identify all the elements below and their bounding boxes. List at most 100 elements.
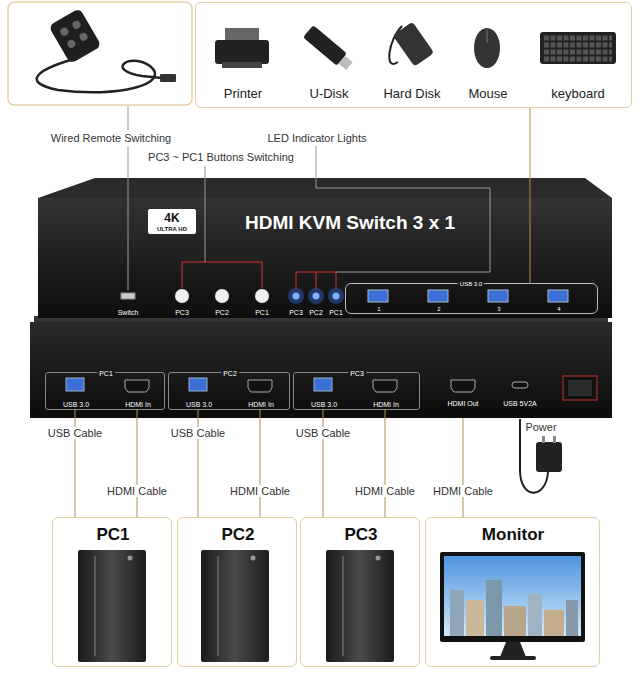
cable-label: HDMI Cable	[430, 485, 496, 497]
monitor-icon	[450, 590, 464, 636]
pc-tower	[217, 556, 219, 656]
mouse-icon	[487, 29, 488, 43]
pc-tower	[201, 550, 269, 662]
cable-label: USB Cable	[168, 427, 228, 439]
remote-panel	[66, 38, 77, 49]
cable-label: HDMI Cable	[227, 485, 293, 497]
cable-label: USB Cable	[45, 427, 105, 439]
remote-panel	[48, 8, 101, 64]
node-label: USB 3.0	[63, 401, 89, 408]
pc-tower	[78, 550, 394, 662]
remote-panel	[8, 2, 192, 105]
node-label: HDMI In	[248, 401, 274, 408]
switch-back-body	[563, 376, 597, 400]
cable-label: USB Cable	[293, 427, 353, 439]
switch-front-body	[328, 288, 344, 304]
cable-line	[260, 410, 261, 517]
node-label: HDMI In	[373, 401, 399, 408]
switch-front-body	[293, 293, 300, 300]
monitor-icon	[486, 580, 502, 636]
printer-icon	[225, 28, 259, 42]
pc-tower	[94, 556, 96, 656]
remote-panel	[37, 58, 162, 92]
node-label: PC1	[96, 526, 129, 543]
switch-front-body	[313, 293, 320, 300]
usb-disk-icon	[339, 56, 353, 70]
monitor-icon	[440, 552, 585, 642]
node-label: PC2	[215, 309, 229, 316]
monitor-icon	[490, 656, 536, 660]
node-label: 4K	[164, 212, 179, 224]
cable-label: HDMI Cable	[352, 485, 418, 497]
node-label: 1	[377, 306, 380, 312]
monitor-icon	[544, 610, 564, 636]
node-label: HDMI KVM Switch 3 x 1	[245, 213, 455, 232]
monitor-icon	[504, 606, 526, 636]
pc-tower	[326, 550, 394, 662]
monitor-icon	[566, 600, 578, 636]
switch-back-body	[314, 378, 332, 391]
keyboard-icon	[540, 32, 616, 64]
callout-label: LED Indicator Lights	[267, 133, 366, 144]
switch-front-body	[255, 289, 269, 303]
printer-icon	[222, 62, 262, 68]
switch-front-body	[488, 290, 508, 302]
pc-port-group: PC3USB 3.0HDMI In	[293, 372, 420, 410]
cable-line	[385, 410, 386, 517]
pc-box: PC3	[300, 517, 420, 667]
remote-panel	[78, 31, 89, 42]
remote-panel	[160, 74, 176, 82]
cable-line	[530, 108, 531, 283]
switch-front-body	[368, 290, 388, 302]
switch-back-body	[373, 380, 397, 392]
switch-back-body	[30, 322, 612, 418]
cable-line	[463, 418, 464, 517]
node-label: 4	[557, 306, 560, 312]
pc-tower	[376, 556, 381, 561]
switch-front-body	[175, 289, 189, 303]
hard-disk-icon	[393, 22, 434, 67]
uhd-badge: 4K ULTRA HD	[148, 209, 196, 234]
pc-port-group: PC1USB 3.0HDMI In	[45, 372, 165, 410]
switch-back-body	[451, 380, 475, 392]
switch-front-body	[548, 290, 568, 302]
switch-back-body	[189, 378, 207, 391]
remote-panel	[71, 19, 82, 30]
switch-front-body	[333, 293, 340, 300]
node-label: PC2	[221, 526, 254, 543]
node-label: USB 5V2A	[503, 400, 536, 407]
node-label: USB 3.0	[458, 281, 484, 287]
pc-tower	[342, 556, 344, 656]
mouse-icon	[474, 28, 500, 68]
node-label: keyboard	[551, 87, 604, 100]
switch-front-body	[308, 288, 324, 304]
callout-label: Wired Remote Switching	[51, 133, 171, 144]
node-label: PC3	[175, 309, 189, 316]
pc-tower	[251, 556, 256, 561]
pc-tower	[128, 556, 133, 561]
switch-front-body	[38, 178, 612, 318]
node-label: PC3	[289, 309, 303, 316]
keyboard-icon	[544, 50, 612, 55]
switch-front-body	[215, 289, 229, 303]
callout-label: Power	[525, 422, 556, 433]
pc-box: PC2	[177, 517, 297, 667]
usb-port-group: USB 3.01234	[345, 283, 598, 314]
node-label: USB 3.0	[186, 401, 212, 408]
node-label: ULTRA HD	[157, 226, 187, 232]
pc-box: PC1	[52, 517, 172, 667]
switch-back-body	[66, 378, 84, 391]
hard-disk-icon	[389, 22, 434, 67]
peripheral-panel: PrinterU-DiskHard DiskMousekeyboard	[195, 2, 632, 108]
node-label: Switch	[118, 309, 139, 316]
power-adapter	[520, 419, 562, 493]
mouse-icon	[474, 28, 500, 68]
node-label: Hard Disk	[383, 87, 440, 100]
leader-lines	[316, 146, 490, 272]
node-label: PC3	[348, 370, 366, 377]
node-label: PC2	[309, 309, 323, 316]
keyboard-icon	[544, 57, 612, 62]
usb-disk-icon	[303, 25, 355, 72]
pc-tower	[78, 550, 146, 662]
